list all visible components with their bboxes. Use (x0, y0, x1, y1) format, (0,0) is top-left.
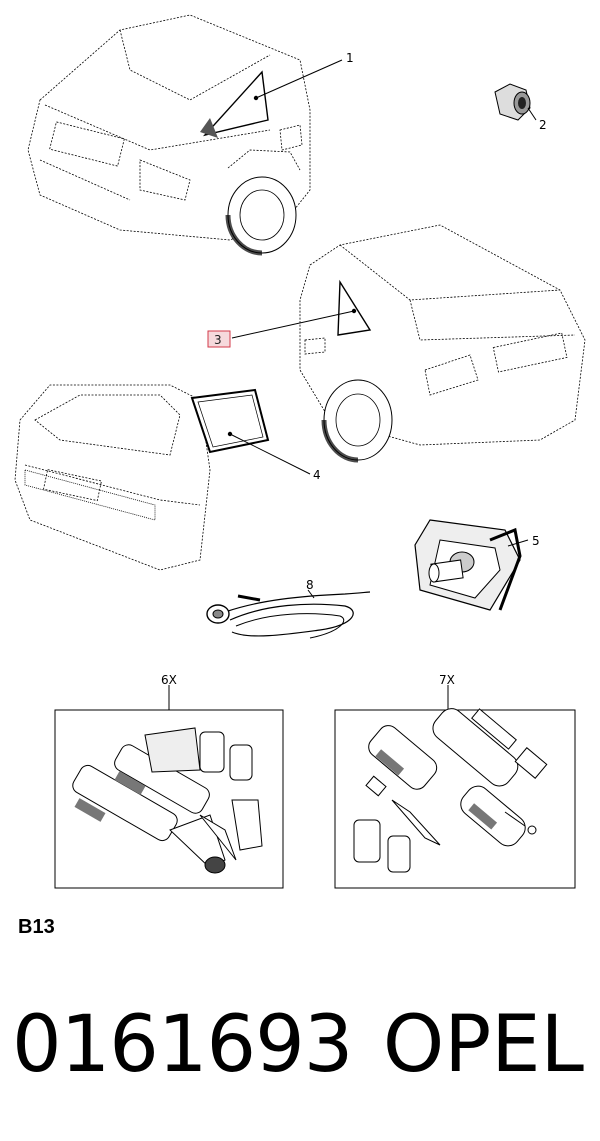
callout-4: 4 (313, 468, 321, 482)
section-label: B13 (18, 916, 55, 938)
retaining-clip-illustration (414, 519, 522, 611)
quarter-window-glass-3 (337, 279, 372, 336)
callout-8: 8 (306, 578, 314, 592)
callout-3-highlight[interactable]: 3 (207, 330, 231, 348)
brand-name: OPEL (382, 1000, 584, 1090)
sedan-2-rear-wheel (321, 379, 393, 463)
callout-5: 5 (532, 534, 540, 548)
nut-illustration (494, 83, 531, 121)
callout-7x: 7X (439, 673, 455, 687)
estate-rear-illustration (14, 384, 211, 571)
callout-1: 1 (346, 51, 354, 65)
kit-7x-box (334, 685, 576, 889)
callout-6x: 6X (161, 673, 177, 687)
callout-labels: 1 2 3 4 5 6X 7X 8 (161, 51, 547, 687)
sedan-rear-wheel (225, 176, 297, 256)
callout-2: 2 (539, 118, 547, 132)
sedan-rear-view-illustration (27, 14, 311, 241)
callout-3: 3 (214, 333, 222, 347)
kit-6x-box (54, 685, 284, 889)
leader-lines (227, 59, 537, 599)
heating-cable-illustration (206, 591, 371, 639)
part-number: 0161693 (12, 1000, 353, 1090)
quarter-window-glass-1 (200, 70, 269, 138)
sedan-side-rear-illustration (299, 224, 586, 446)
side-window-glass-4 (190, 388, 270, 454)
